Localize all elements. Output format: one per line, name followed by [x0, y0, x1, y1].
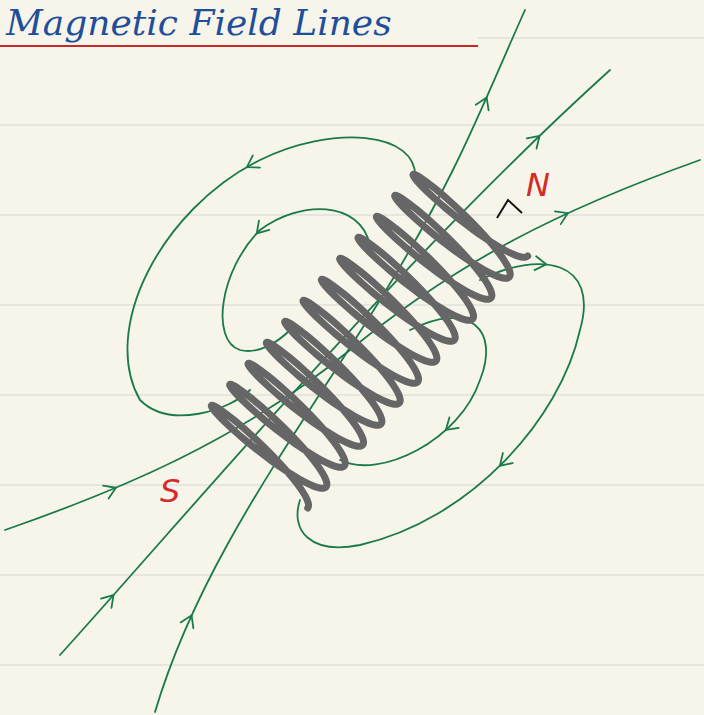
field-arrowhead — [181, 612, 198, 628]
coil-winding — [211, 174, 527, 508]
ruled-lines — [0, 38, 704, 665]
field-arrowhead — [527, 131, 545, 149]
field-arrowhead — [441, 417, 459, 435]
field-line — [60, 70, 610, 655]
title-underline — [0, 45, 478, 47]
field-arrowhead — [476, 95, 493, 111]
field-arrowhead — [252, 221, 270, 239]
field-lines — [5, 10, 700, 712]
field-arrowhead — [535, 256, 548, 271]
field-arrowhead — [555, 207, 571, 224]
field-line — [5, 160, 700, 530]
field-arrowhead — [243, 155, 260, 173]
pole-label: N — [526, 166, 550, 204]
direction-arrow — [497, 200, 522, 218]
field-arrowhead — [103, 481, 119, 498]
title: Magnetic Field Lines — [6, 2, 392, 43]
field-line — [127, 137, 415, 415]
solenoid-coil — [211, 174, 527, 508]
field-arrowhead — [495, 453, 513, 471]
pole-label: S — [160, 472, 180, 510]
field-arrowhead — [101, 590, 119, 608]
